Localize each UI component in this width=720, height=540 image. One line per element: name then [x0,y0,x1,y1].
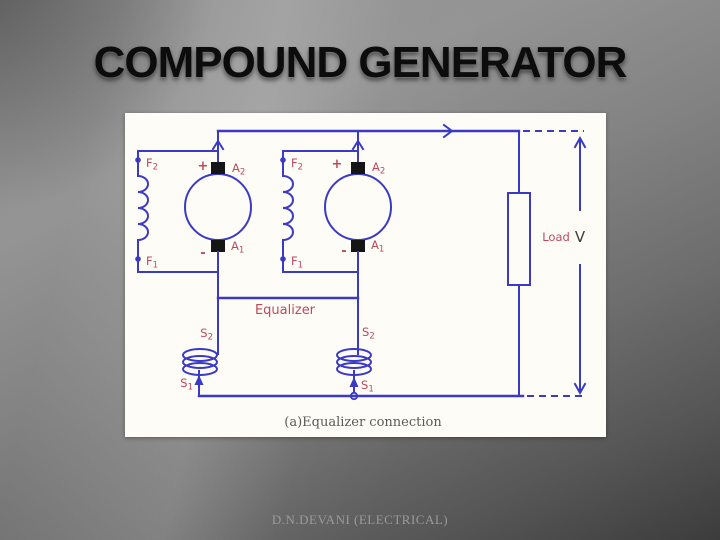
voltage-arrow-down-icon [573,382,587,396]
gen1-series-coil-loop2 [182,355,218,369]
voltage-label: V [575,228,586,246]
gen1-f2-label: F2 [146,156,158,173]
load-resistor-rect [507,192,531,286]
gen1-s2-label: S2 [200,326,213,343]
gen2-f1-label: F1 [291,254,303,271]
gen1-a2-terminal-square [211,162,225,174]
gen2-a2-terminal-square [351,162,365,174]
gen2-a1-label: A1 [371,238,384,255]
gen1-a2-label: A2 [232,161,245,178]
gen2-series-coil-loop2 [336,355,372,369]
gen2-a1-terminal-square [351,240,365,252]
gen2-current-arrow-up-icon [351,139,365,151]
gen1-plus-sign: + [198,159,209,174]
circuit-figure: F2 F1 + - A2 A1 S2 S1 F2 F1 + - A2 A1 S2… [125,113,606,437]
gen2-minus-sign: - [341,244,346,259]
current-arrow-right-icon [442,123,454,139]
gen2-s1-label: S1 [361,378,374,395]
gen2-armature-circle [324,173,392,241]
circuit-diagram: F2 F1 + - A2 A1 S2 S1 F2 F1 + - A2 A1 S2… [135,123,587,430]
gen1-field-bottom-wire [137,258,219,273]
load-label: Load [542,230,570,244]
gen1-f1-terminal-dot [135,256,141,262]
gen1-a1-terminal-square [211,240,225,252]
gen1-s1-label: S1 [180,376,193,393]
gen2-field-top-wire [282,150,359,161]
gen2-a2-label: A2 [372,160,385,177]
slide-title: COMPOUND GENERATOR [93,38,628,87]
gen2-shunt-field-coil [281,174,294,242]
gen2-plus-sign: + [332,157,343,172]
gen1-field-top-wire [137,150,219,161]
load-branch-group [507,130,531,397]
gen1-minus-sign: - [200,246,205,261]
gen1-f1-label: F1 [146,254,158,271]
figure-caption: (a)Equalizer connection [284,415,442,430]
gen2-f2-terminal-dot [280,157,286,163]
gen2-field-bottom-wire [282,258,359,273]
gen1-series-coil-loop1 [182,348,218,362]
gen1-shunt-field-coil [136,174,149,242]
gen2-f1-terminal-dot [280,256,286,262]
gen2-series-coil-loop1 [336,348,372,362]
slide-footer: D.N.DEVANI (ELECTRICAL) [271,512,449,527]
gen2-f2-label: F2 [291,156,303,173]
equalizer-label: Equalizer [255,303,316,318]
gen2-current-arrow-up-icon2 [349,377,359,387]
gen1-f2-terminal-dot [135,157,141,163]
gen1-armature-circle [184,173,252,241]
voltage-arrow-group [573,135,587,396]
gen2-s2-label: S2 [362,325,375,342]
generator1-group [135,130,252,397]
voltage-arrow-up-icon [573,135,587,149]
gen1-a1-label: A1 [231,239,244,256]
gen1-current-arrow-up-icon [211,139,225,151]
gen1-current-arrow-up-icon2 [194,375,204,385]
